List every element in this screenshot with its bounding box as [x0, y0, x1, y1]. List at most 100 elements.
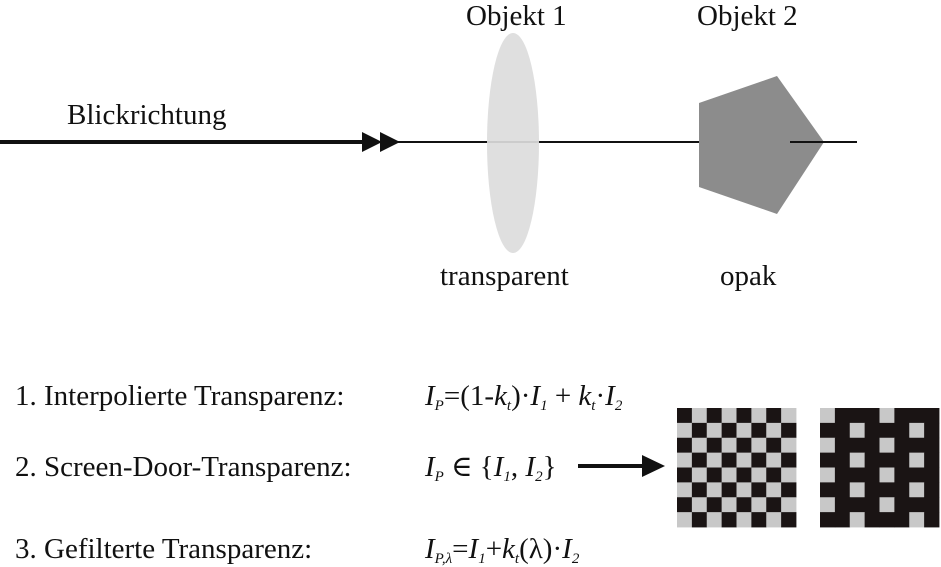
opaque-pentagon-shape [699, 76, 824, 214]
pattern-cell [924, 437, 940, 454]
pattern-cell [894, 482, 910, 498]
arrowhead-2 [380, 132, 400, 152]
pattern-cell [909, 422, 925, 439]
pattern-cell [820, 482, 836, 498]
formula-filtered: IP,λ=I1+kt(λ)·I2 [425, 533, 580, 567]
pattern-cell [736, 408, 752, 424]
pattern-cell [820, 422, 836, 439]
pattern-cell [736, 437, 752, 454]
pattern-cell [834, 482, 851, 498]
pattern-cell [820, 437, 836, 454]
pattern-cell [751, 422, 767, 439]
pattern-cell [894, 467, 910, 483]
pattern-cell [706, 482, 723, 498]
pattern-cell [781, 452, 797, 468]
pattern-cell [924, 482, 940, 498]
pattern-cell [781, 467, 797, 483]
pattern-cell [736, 452, 752, 468]
pattern-cell [721, 497, 737, 513]
pattern-cell [820, 497, 836, 513]
arrowhead-1 [362, 132, 382, 152]
pattern-cell [849, 467, 866, 483]
pattern-cell [691, 497, 708, 513]
pattern-cell [924, 422, 940, 439]
pattern-cell [706, 467, 723, 483]
pattern-cell [766, 497, 782, 513]
pattern-cell [751, 452, 767, 468]
pattern-cell [894, 452, 910, 468]
pattern-cell [766, 422, 782, 439]
pattern-cell [721, 437, 737, 454]
pattern-cell [706, 408, 723, 424]
pattern-cell [879, 512, 895, 528]
pattern-cell [781, 512, 797, 528]
screen-door-arrowhead [642, 455, 665, 477]
pattern-cell [849, 482, 866, 498]
pattern-cell [924, 408, 940, 424]
pattern-cell [820, 452, 836, 468]
pattern-cell [751, 512, 767, 528]
pattern-cell [751, 482, 767, 498]
pattern-cell [677, 452, 693, 468]
pattern-cell [879, 497, 895, 513]
pattern-cell [820, 408, 836, 424]
pattern-cell [736, 512, 752, 528]
pattern-cell [721, 452, 737, 468]
method-3-label: 3. Gefilterte Transparenz: [15, 533, 313, 565]
pattern-cell [781, 497, 797, 513]
pattern-cell [864, 482, 880, 498]
pattern-cell [879, 482, 895, 498]
pattern-cell [879, 452, 895, 468]
pattern-cell [834, 408, 851, 424]
pattern-cell [820, 467, 836, 483]
pattern-cell [879, 467, 895, 483]
pattern-cell [677, 512, 693, 528]
pattern-cell [909, 467, 925, 483]
pattern-cell [751, 437, 767, 454]
pattern-cell [766, 452, 782, 468]
method-2-label: 2. Screen-Door-Transparenz: [15, 451, 352, 483]
pattern-cell [781, 408, 797, 424]
pattern-cell [766, 512, 782, 528]
pattern-cell [721, 422, 737, 439]
object2-label: Objekt 2 [697, 0, 798, 32]
method-1-label: 1. Interpolierte Transparenz: [15, 380, 345, 412]
pattern-cell [736, 467, 752, 483]
transparent-lens-shape [487, 33, 539, 253]
pattern-cell [706, 437, 723, 454]
pattern-cell [849, 408, 866, 424]
pattern-cell [691, 437, 708, 454]
pattern-cell [849, 497, 866, 513]
pattern-cell [736, 497, 752, 513]
pattern-cell [864, 422, 880, 439]
pattern-cell [834, 437, 851, 454]
formula-screen-door: IP ∈ {I1, I2} [425, 451, 557, 485]
pattern-cell [677, 422, 693, 439]
pattern-cell [766, 408, 782, 424]
pattern-cell [849, 422, 866, 439]
pattern-cell [691, 512, 708, 528]
pattern-cell [706, 497, 723, 513]
pattern-cell [894, 497, 910, 513]
pattern-cell [909, 482, 925, 498]
pattern-cell [894, 408, 910, 424]
pattern-cell [894, 422, 910, 439]
pattern-cell [879, 437, 895, 454]
pattern-cell [924, 497, 940, 513]
pattern-cell [691, 408, 708, 424]
pattern-cell [751, 467, 767, 483]
pattern-cell [834, 512, 851, 528]
pattern-cell [820, 512, 836, 528]
pattern-cell [721, 408, 737, 424]
pattern-cell [924, 512, 940, 528]
pattern-cell [677, 497, 693, 513]
diagonal-pattern [820, 408, 940, 528]
pattern-cell [864, 452, 880, 468]
pattern-cell [864, 512, 880, 528]
pattern-cell [677, 482, 693, 498]
pattern-cell [781, 482, 797, 498]
pattern-cell [894, 512, 910, 528]
pattern-cell [721, 482, 737, 498]
pattern-cell [766, 437, 782, 454]
